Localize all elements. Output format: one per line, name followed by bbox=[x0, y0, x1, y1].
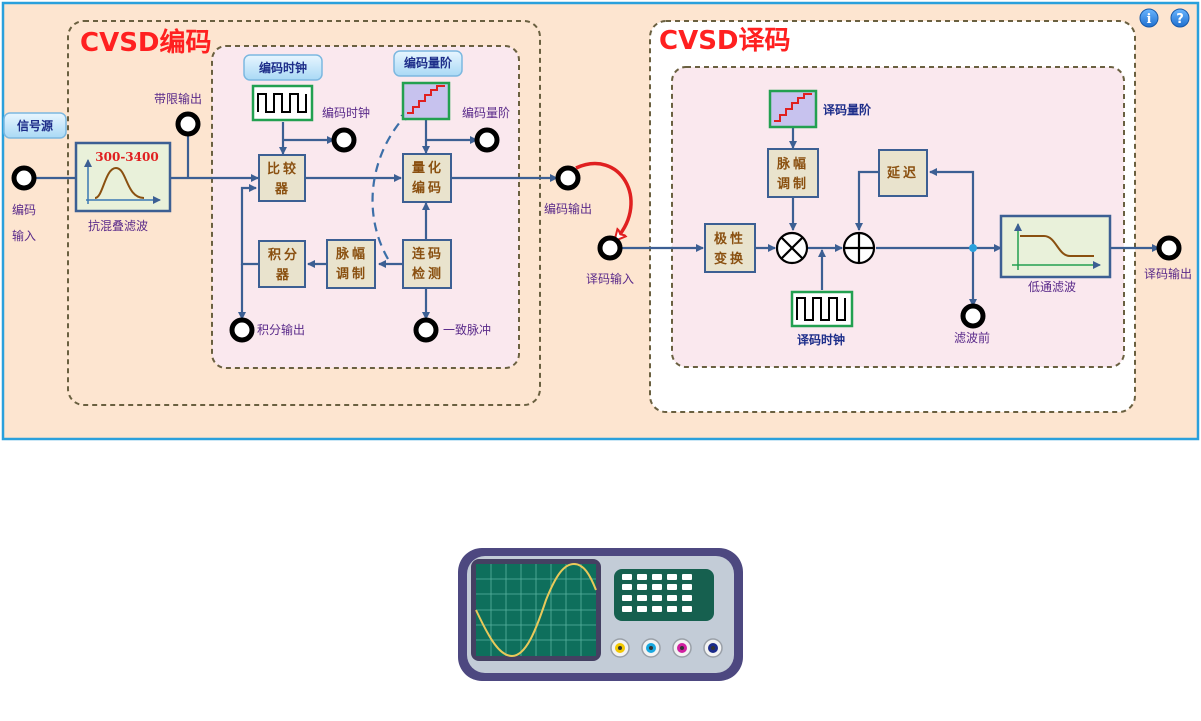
decoder-inner-section bbox=[671, 66, 1125, 368]
bandlimit-output-label: 带限输出 bbox=[154, 91, 202, 106]
encode-clock-waveform-icon[interactable] bbox=[251, 84, 314, 122]
svg-text:器: 器 bbox=[274, 182, 291, 197]
svg-text:调制: 调制 bbox=[777, 176, 809, 192]
svg-text:脉幅: 脉幅 bbox=[335, 246, 368, 262]
oscilloscope-button[interactable] bbox=[458, 548, 743, 681]
decode-clock-waveform-icon[interactable] bbox=[790, 290, 854, 328]
decode-input-jack[interactable] bbox=[597, 235, 623, 261]
delay-block[interactable]: 延迟 bbox=[878, 149, 928, 197]
encode-output-label: 编码输出 bbox=[544, 201, 592, 216]
encode-to-decode-connection[interactable] bbox=[575, 161, 633, 238]
encode-input-jack[interactable] bbox=[11, 165, 37, 191]
coincidence-pulse-label: 一致脉冲 bbox=[443, 322, 491, 337]
svg-text:延迟: 延迟 bbox=[886, 165, 919, 181]
info-icon[interactable]: i bbox=[1139, 8, 1159, 28]
oscilloscope-channel-ports bbox=[610, 638, 723, 658]
pre-filter-label: 滤波前 bbox=[954, 330, 990, 345]
svg-text:编码量阶: 编码量阶 bbox=[403, 55, 453, 70]
quantize-encode-block[interactable]: 量化 编码 bbox=[402, 153, 452, 203]
decoder-title: CVSD译码 bbox=[659, 26, 791, 56]
svg-text:连码: 连码 bbox=[412, 246, 444, 262]
decode-step-staircase-icon[interactable] bbox=[768, 89, 818, 129]
encoder-pam-block[interactable]: 脉幅 调制 bbox=[326, 239, 376, 289]
integrator-block[interactable]: 积分 器 bbox=[258, 240, 306, 288]
integral-output-label: 积分输出 bbox=[257, 322, 305, 337]
lowpass-filter-block[interactable] bbox=[999, 214, 1112, 279]
encode-output-jack[interactable] bbox=[555, 165, 581, 191]
encode-step-button[interactable]: 编码量阶 bbox=[393, 50, 463, 77]
encode-clock-output-label: 编码时钟 bbox=[322, 105, 370, 120]
svg-text:编码时钟: 编码时钟 bbox=[258, 60, 307, 75]
polarity-convert-block[interactable]: 极性 变换 bbox=[704, 223, 756, 273]
encode-input-label-2: 输入 bbox=[12, 228, 36, 243]
help-icon[interactable]: ? bbox=[1170, 8, 1190, 28]
svg-text:信号源: 信号源 bbox=[17, 118, 53, 133]
pre-filter-jack[interactable] bbox=[960, 303, 986, 329]
compare-block[interactable]: 比较 器 bbox=[258, 154, 306, 202]
decoder-pam-block[interactable]: 脉幅 调制 bbox=[767, 148, 819, 198]
decode-clock-label: 译码时钟 bbox=[797, 332, 845, 347]
svg-text:编码: 编码 bbox=[412, 180, 444, 196]
svg-text:调制: 调制 bbox=[336, 266, 368, 282]
antialias-filter-block[interactable]: 300-3400 bbox=[74, 141, 172, 213]
bandlimit-output-jack[interactable] bbox=[175, 111, 201, 137]
filter-range-label: 300-3400 bbox=[95, 150, 158, 164]
decoder-wires bbox=[620, 127, 1160, 307]
encode-step-output-label: 编码量阶 bbox=[462, 105, 510, 120]
integral-output-jack[interactable] bbox=[229, 317, 255, 343]
svg-text:脉幅: 脉幅 bbox=[776, 156, 809, 172]
run-detect-block[interactable]: 连码 检测 bbox=[402, 239, 452, 289]
coincidence-pulse-jack[interactable] bbox=[413, 317, 439, 343]
decode-step-label: 译码量阶 bbox=[823, 102, 872, 117]
svg-text:极性: 极性 bbox=[714, 231, 746, 247]
encode-input-label-1: 编码 bbox=[12, 202, 36, 217]
antialias-filter-label: 抗混叠滤波 bbox=[88, 218, 148, 233]
decode-output-jack[interactable] bbox=[1156, 235, 1182, 261]
encode-clock-jack[interactable] bbox=[331, 127, 357, 153]
svg-text:检测: 检测 bbox=[412, 266, 444, 282]
svg-text:i: i bbox=[1147, 12, 1152, 27]
encode-clock-button[interactable]: 编码时钟 bbox=[243, 54, 323, 81]
encode-step-staircase-icon[interactable] bbox=[401, 81, 451, 121]
signal-source-button[interactable]: 信号源 bbox=[3, 112, 67, 139]
svg-text:?: ? bbox=[1176, 12, 1184, 27]
multiplier-icon bbox=[775, 231, 809, 265]
svg-text:变换: 变换 bbox=[714, 251, 746, 267]
decode-output-label: 译码输出 bbox=[1144, 266, 1192, 281]
svg-text:量化: 量化 bbox=[412, 160, 444, 176]
svg-text:积分: 积分 bbox=[268, 247, 300, 263]
encoder-title: CVSD编码 bbox=[80, 27, 212, 58]
lowpass-filter-label: 低通滤波 bbox=[1028, 280, 1076, 294]
decode-input-label: 译码输入 bbox=[586, 271, 634, 286]
svg-text:比较: 比较 bbox=[267, 161, 299, 177]
adder-icon bbox=[842, 231, 876, 265]
svg-text:器: 器 bbox=[275, 268, 292, 283]
encode-step-jack[interactable] bbox=[474, 127, 500, 153]
